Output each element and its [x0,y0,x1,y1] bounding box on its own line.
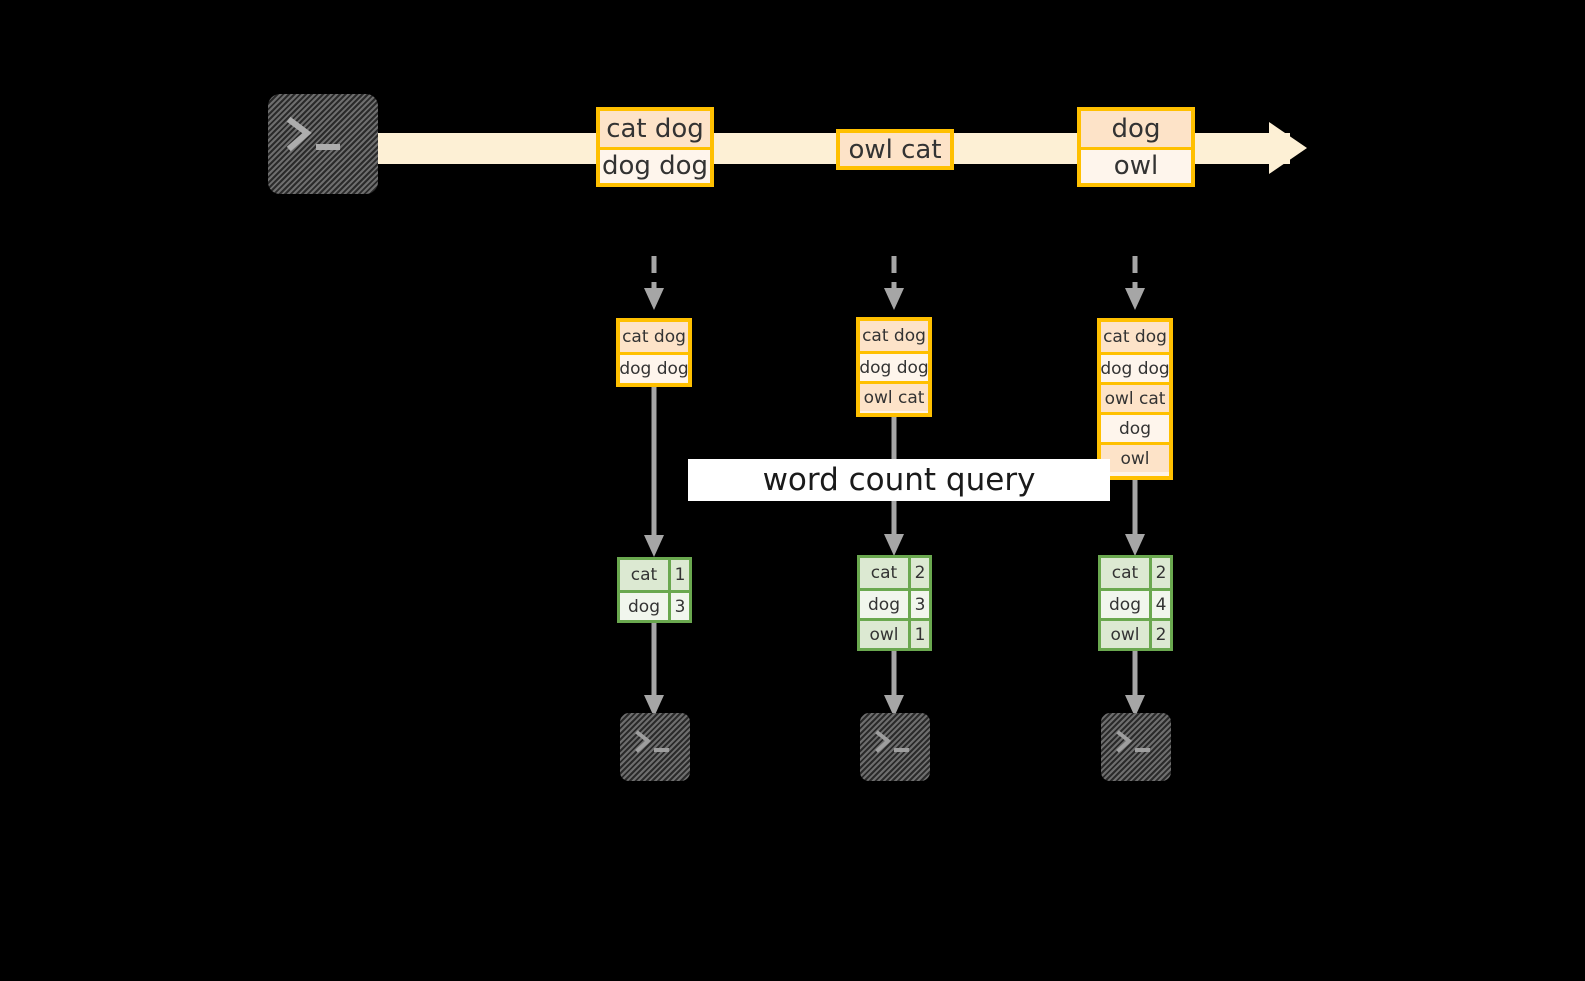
cell-word: owl [1101,621,1152,648]
cell-count: 2 [914,563,926,583]
table-row: cat 2 [860,558,929,588]
cell-count: 1 [674,565,686,585]
accumulated-line: dog [1101,412,1169,442]
table-row: owl 1 [860,618,929,648]
trigger-2-result-table: cat 2 dog 3 owl 1 [857,555,932,651]
trigger-1-sink-terminal-icon[interactable] [620,713,690,781]
cell-count: 3 [674,596,686,617]
event-line: owl [1081,146,1191,183]
cell-count: 1 [914,624,926,645]
trigger-3-result-table: cat 2 dog 4 owl 2 [1098,555,1173,651]
terminal-prompt-glyph [635,730,669,753]
trigger-3-sink-terminal-icon[interactable] [1101,713,1171,781]
source-terminal-icon[interactable] [268,94,378,194]
query-label-text: word count query [762,462,1036,498]
accumulated-line: cat dog [860,321,928,351]
cell-count: 2 [1155,563,1167,583]
cell-word: dog [860,591,911,618]
accumulated-line: cat dog [1101,322,1169,352]
trigger-1-accumulated-box: cat dog dog dog [616,318,692,387]
cell-word: owl [860,621,911,648]
table-row: cat 2 [1101,558,1170,588]
table-row: dog 4 [1101,588,1170,618]
table-row: cat 1 [620,560,689,590]
accumulated-line: owl [1101,442,1169,472]
cell-word: cat [620,560,671,590]
table-row: owl 2 [1101,618,1170,648]
timeline-event-box-1: cat dog dog dog [596,107,714,187]
trigger-1-input-arrow [641,256,667,312]
accumulated-line: owl cat [860,381,928,411]
trigger-2-accumulated-box: cat dog dog dog owl cat [856,317,932,417]
accumulated-line: dog dog [620,352,688,382]
accumulated-line: dog dog [860,351,928,381]
accumulated-line: dog dog [1101,352,1169,382]
event-line: dog dog [600,146,710,183]
cell-count: 2 [1155,624,1167,645]
terminal-prompt-glyph [875,730,909,753]
cell-word: dog [1101,591,1152,618]
trigger-1-result-table: cat 1 dog 3 [617,557,692,623]
trigger-3-output-arrow [1122,651,1148,719]
timeline-event-box-2: owl cat [836,129,954,170]
accumulated-line: owl cat [1101,382,1169,412]
cell-word: dog [620,593,671,620]
event-line: dog [1081,111,1191,147]
event-line: owl cat [840,133,950,166]
accumulated-line: cat dog [620,322,688,352]
table-row: dog 3 [860,588,929,618]
event-line: cat dog [600,111,710,147]
cell-count: 3 [914,594,926,615]
trigger-1-output-arrow [641,623,667,719]
cell-word: cat [1101,558,1152,588]
trigger-3-accumulated-box: cat dog dog dog owl cat dog owl [1097,318,1173,480]
terminal-prompt-glyph [1116,730,1150,753]
cell-count: 4 [1155,594,1167,615]
terminal-prompt-glyph [286,116,340,152]
timeline-arrowhead [1269,122,1307,174]
trigger-2-output-arrow [881,651,907,719]
table-row: dog 3 [620,590,689,620]
timeline-event-box-3: dog owl [1077,107,1195,187]
trigger-3-input-arrow [1122,256,1148,312]
trigger-2-sink-terminal-icon[interactable] [860,713,930,781]
trigger-1-query-arrow [641,387,667,559]
query-label-band: word count query [688,459,1110,501]
cell-word: cat [860,558,911,588]
trigger-2-input-arrow [881,256,907,312]
trigger-3-query-arrow [1122,480,1148,558]
